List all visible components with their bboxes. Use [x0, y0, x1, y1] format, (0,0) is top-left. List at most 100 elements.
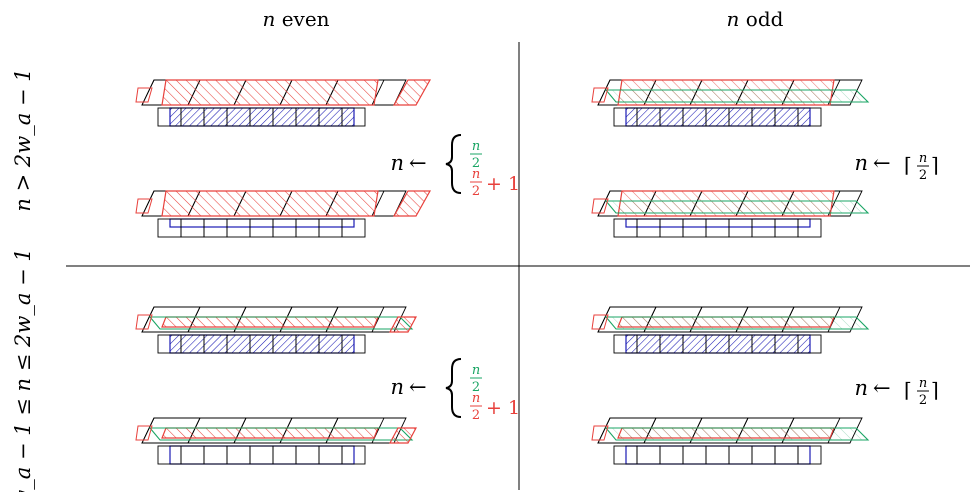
svg-text:⌈: ⌈ — [904, 378, 912, 402]
svg-text:2: 2 — [472, 156, 480, 171]
header-even: n even — [262, 7, 329, 31]
svg-text:n: n — [472, 139, 480, 154]
grid-cell — [728, 445, 753, 465]
svg-text:⌉: ⌉ — [931, 378, 939, 402]
grid-cell — [728, 218, 753, 238]
grid-cell — [226, 218, 251, 238]
grid-cell — [659, 218, 684, 238]
grid-cell — [774, 445, 799, 465]
grid-cell — [751, 445, 776, 465]
svg-text:+ 1: + 1 — [486, 397, 520, 419]
grid-cell — [249, 218, 274, 238]
blue-block — [625, 218, 811, 228]
cell-row — [157, 334, 366, 354]
tile-diagram-odd-full-bottom — [591, 190, 870, 238]
red-head — [135, 198, 153, 214]
grid-cell — [341, 107, 366, 127]
grid-cell — [180, 445, 205, 465]
grid-cell — [249, 445, 274, 465]
red-band — [161, 427, 379, 439]
grid-cell — [797, 107, 822, 127]
blue-block — [625, 334, 811, 354]
red-band — [161, 79, 379, 106]
grid-cell — [180, 218, 205, 238]
tile-diagram-odd-partial-top — [591, 306, 870, 354]
row-label-top: n > 2w_a − 1 — [11, 68, 35, 211]
svg-text:2: 2 — [472, 184, 480, 199]
cell-row — [157, 445, 366, 465]
grid-cell — [203, 218, 228, 238]
grid-cell — [636, 445, 661, 465]
annotation-even-top: n ← n 2 n 2 + 1 — [390, 134, 520, 199]
grid-cell — [682, 445, 707, 465]
svg-text:←: ← — [873, 151, 891, 175]
grid-cell — [774, 218, 799, 238]
svg-text:2: 2 — [919, 168, 927, 183]
red-head — [135, 425, 153, 441]
svg-text:←: ← — [873, 376, 891, 400]
tile-diagram-even-partial-top — [135, 306, 417, 354]
cell-row — [613, 107, 822, 127]
green-band — [604, 200, 870, 214]
row-label-bottom: w_a − 1 ≤ n ≤ 2w_a − 1 — [11, 248, 35, 492]
grid-cell — [705, 218, 730, 238]
red-head — [591, 87, 609, 103]
tile-frame — [597, 417, 863, 444]
blue-block — [169, 218, 355, 228]
svg-text:n: n — [390, 151, 404, 175]
grid-cell — [341, 445, 366, 465]
grid-cell — [682, 218, 707, 238]
blue-block — [625, 445, 811, 465]
svg-text:n: n — [472, 363, 480, 378]
svg-text:n: n — [919, 151, 927, 166]
grid-cell — [318, 218, 343, 238]
grid-cell — [797, 445, 822, 465]
grid-cell — [797, 334, 822, 354]
grid-cell — [751, 218, 776, 238]
header-odd: n odd — [727, 7, 784, 31]
grid-cell — [341, 334, 366, 354]
svg-text:n: n — [472, 391, 480, 406]
grid-cell — [318, 445, 343, 465]
grid-cell — [295, 218, 320, 238]
svg-text:n: n — [919, 376, 927, 391]
grid-cell — [341, 218, 366, 238]
green-band — [148, 427, 414, 441]
cell-row — [157, 218, 366, 238]
grid-cell — [226, 445, 251, 465]
cell-row — [613, 218, 822, 238]
green-band — [604, 316, 870, 330]
cell-row — [613, 445, 822, 465]
svg-text:2: 2 — [919, 393, 927, 408]
svg-text:n: n — [472, 167, 480, 182]
red-head — [591, 314, 609, 330]
grid-cell — [272, 445, 297, 465]
red-head — [135, 314, 153, 330]
red-tail — [392, 190, 432, 217]
tile-diagram-odd-full-top — [591, 79, 870, 127]
annotation-odd-bottom: n ← ⌈ n 2 ⌉ — [854, 376, 938, 408]
tile-diagram-even-full-bottom — [135, 190, 432, 238]
svg-text:+ 1: + 1 — [486, 173, 520, 195]
red-tail — [389, 427, 417, 444]
tile-diagrams — [135, 79, 870, 465]
annotation-even-bottom: n ← n 2 n 2 + 1 — [390, 358, 520, 423]
blue-block — [169, 334, 355, 354]
green-band — [148, 316, 414, 330]
green-band — [604, 427, 870, 441]
cell-row — [613, 334, 822, 354]
tile-diagram-even-full-top — [135, 79, 432, 127]
blue-block — [169, 107, 355, 127]
grid-cell — [636, 218, 661, 238]
svg-text:←: ← — [409, 151, 427, 175]
red-tail — [392, 79, 432, 106]
svg-text:n: n — [390, 375, 404, 399]
grid-cell — [295, 445, 320, 465]
svg-text:2: 2 — [472, 380, 480, 395]
red-head — [135, 87, 153, 103]
svg-text:n: n — [854, 151, 868, 175]
annotation-odd-top: n ← ⌈ n 2 ⌉ — [854, 151, 938, 183]
svg-text:←: ← — [409, 375, 427, 399]
grid-cell — [659, 445, 684, 465]
red-band — [161, 316, 379, 328]
